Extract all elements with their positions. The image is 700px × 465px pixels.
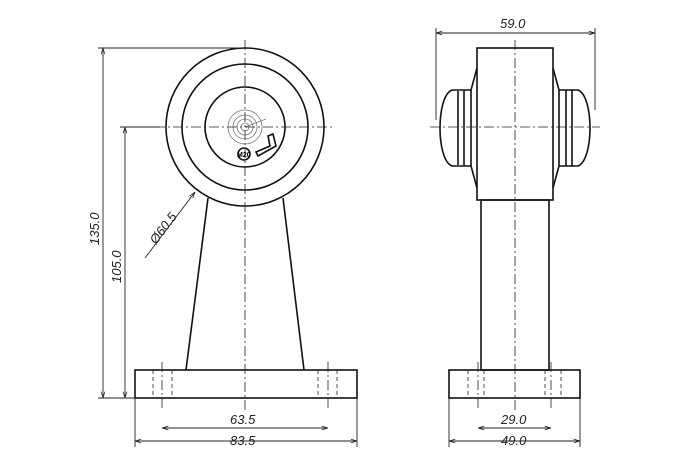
front-view: M20 135.0 105.0 Ø60.5 63.5 83.5 bbox=[87, 40, 358, 448]
pedestal bbox=[185, 197, 305, 371]
dim-total-height: 135.0 bbox=[87, 212, 102, 245]
front-centerlines bbox=[155, 40, 335, 410]
mark-label: M20 bbox=[237, 152, 251, 159]
right-lamp bbox=[559, 89, 591, 167]
side-view: 59.0 29.0 49.0 bbox=[430, 16, 600, 448]
dim-center-height: 105.0 bbox=[109, 250, 124, 283]
dim-lamp-width-side: 59.0 bbox=[500, 16, 526, 31]
side-head bbox=[476, 47, 554, 201]
dim-base-width-side: 49.0 bbox=[501, 433, 527, 448]
m20-nut-icon: M20 bbox=[237, 132, 277, 161]
dim-head-diameter: Ø60.5 bbox=[146, 209, 180, 248]
side-centerlines bbox=[430, 40, 600, 410]
dim-hole-spacing-side: 29.0 bbox=[500, 412, 527, 427]
side-base-holes bbox=[467, 370, 562, 398]
dim-base-width-front: 83.5 bbox=[230, 433, 256, 448]
front-base bbox=[134, 369, 358, 399]
dim-hole-spacing-front: 63.5 bbox=[230, 412, 256, 427]
side-lamp-necks bbox=[470, 67, 560, 189]
left-lamp bbox=[439, 89, 471, 167]
front-base-holes bbox=[152, 370, 338, 398]
side-base bbox=[448, 369, 581, 399]
